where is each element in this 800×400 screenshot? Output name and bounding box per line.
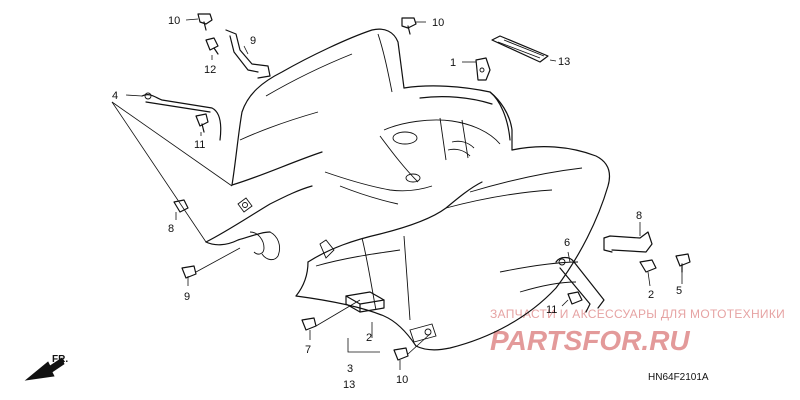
stay-part-7 bbox=[603, 231, 653, 253]
leader-lines bbox=[111, 18, 683, 370]
callout-13-bottom: 13 bbox=[343, 379, 355, 391]
callout-6: 9 bbox=[250, 35, 256, 47]
bolt-11b bbox=[567, 291, 583, 305]
rear-fender bbox=[205, 28, 611, 351]
stay-part-4 bbox=[141, 92, 222, 141]
bolt-9b bbox=[393, 347, 409, 361]
bolt-10a bbox=[197, 13, 213, 31]
stay-part-5 bbox=[555, 256, 605, 313]
callout-10-top-left: 10 bbox=[168, 15, 180, 27]
callout-8-bottom: 7 bbox=[305, 344, 311, 356]
bolt-8a bbox=[173, 199, 189, 213]
front-direction-marker: FR. bbox=[24, 354, 68, 381]
callout-5: 6 bbox=[564, 237, 570, 249]
stay-part-6 bbox=[225, 29, 271, 79]
callout-11-left: 11 bbox=[194, 139, 205, 151]
bolt-9a bbox=[181, 265, 197, 279]
bolt-11a bbox=[195, 113, 209, 133]
callout-2-center: 2 bbox=[366, 332, 372, 344]
callout-1: 1 bbox=[450, 57, 456, 69]
callout-3: 3 bbox=[347, 363, 353, 375]
callout-7: 8 bbox=[636, 210, 642, 222]
watermark: ЗАПЧАСТИ И АКСЕССУАРЫ ДЛЯ МОТОТЕХНИКИ PA… bbox=[490, 307, 785, 356]
callout-4: 4 bbox=[112, 90, 118, 102]
watermark-tagline: ЗАПЧАСТИ И АКСЕССУАРЫ ДЛЯ МОТОТЕХНИКИ bbox=[490, 307, 785, 321]
bolt-2 bbox=[639, 259, 657, 273]
bolt-8b bbox=[301, 317, 317, 331]
callout-2-right: 2 bbox=[648, 289, 654, 301]
callout-9-left: 9 bbox=[184, 291, 190, 303]
callouts: 10 9 12 10 1 13 4 11 8 9 2 7 3 13 10 6 1… bbox=[112, 15, 682, 391]
front-arrow-icon bbox=[24, 357, 65, 381]
seal-part-13 bbox=[491, 35, 549, 63]
callout-8-left: 8 bbox=[168, 223, 174, 235]
clip-part-1 bbox=[475, 57, 491, 81]
front-label: FR. bbox=[52, 354, 68, 365]
bolt-12 bbox=[205, 37, 219, 55]
callout-12: 12 bbox=[204, 64, 216, 76]
bolt-10c bbox=[675, 253, 691, 273]
callout-10-right: 5 bbox=[676, 285, 682, 297]
diagram-code: HN64F2101A bbox=[648, 372, 709, 383]
callout-9-bottom: 10 bbox=[396, 374, 408, 386]
callout-10-top-center: 10 bbox=[432, 17, 444, 29]
callout-13-top: 13 bbox=[558, 56, 570, 68]
bolt-10b bbox=[401, 17, 417, 35]
callout-11-right: 11 bbox=[546, 304, 557, 316]
watermark-brand: PARTSFOR.RU bbox=[490, 325, 690, 356]
